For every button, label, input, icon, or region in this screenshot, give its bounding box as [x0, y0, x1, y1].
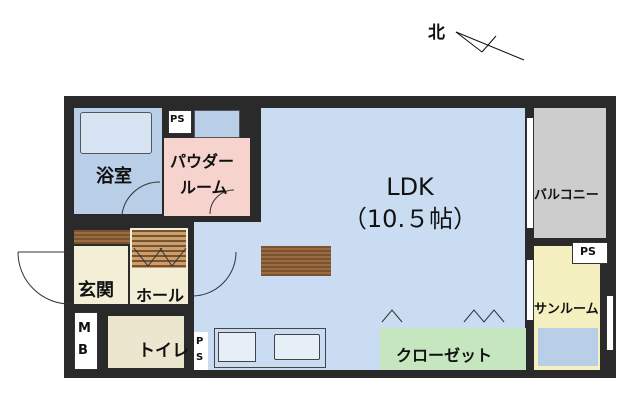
sunroom-ps-label: PS [580, 245, 596, 258]
room-closet [380, 328, 526, 370]
closet-label: クローゼット [396, 346, 493, 365]
ps-top-label: PS [170, 114, 185, 125]
bath-label: 浴室 [96, 166, 132, 187]
powder-label-line2: ルーム [180, 178, 228, 197]
ldk-name: LDK [386, 173, 434, 201]
ps-kitchen-box [194, 332, 208, 370]
sunroom-drain [538, 328, 598, 366]
room-balcony [534, 108, 606, 238]
sunroom-label: サンルーム [534, 302, 599, 317]
mb-box [74, 312, 98, 370]
mb-label: M B [78, 321, 91, 358]
hall-label: ホール [136, 286, 185, 305]
room-entrance [74, 246, 128, 304]
window-balcony [526, 118, 534, 228]
compass-arrow-icon [455, 31, 525, 61]
bathtub [80, 112, 152, 154]
window-sunroom [526, 260, 534, 320]
powder-label-line1: パウダー [170, 152, 235, 171]
room-powder [164, 138, 250, 216]
room-toilet [108, 316, 184, 368]
window-right [606, 296, 614, 350]
wood-floor-ldk [261, 246, 331, 276]
ldk-size: （10.５帖） [342, 205, 478, 233]
sunroom-ps-box [572, 242, 608, 264]
washbasin [194, 110, 240, 138]
ps-kitchen-label: P S [196, 336, 204, 363]
toilet-label: トイレ [138, 341, 189, 361]
compass-label: 北 [428, 23, 445, 43]
hall-stairs [132, 230, 186, 268]
entrance-label: 玄関 [78, 280, 114, 301]
floor-plan: PS M B P S PS [64, 96, 616, 378]
ps-top-box [168, 110, 192, 134]
room-ldk [261, 108, 525, 370]
balcony-label: バルコニー [534, 188, 599, 203]
sink-icon [274, 334, 320, 360]
wood-floor-entrance-top [74, 230, 130, 244]
stove-icon [218, 332, 256, 362]
